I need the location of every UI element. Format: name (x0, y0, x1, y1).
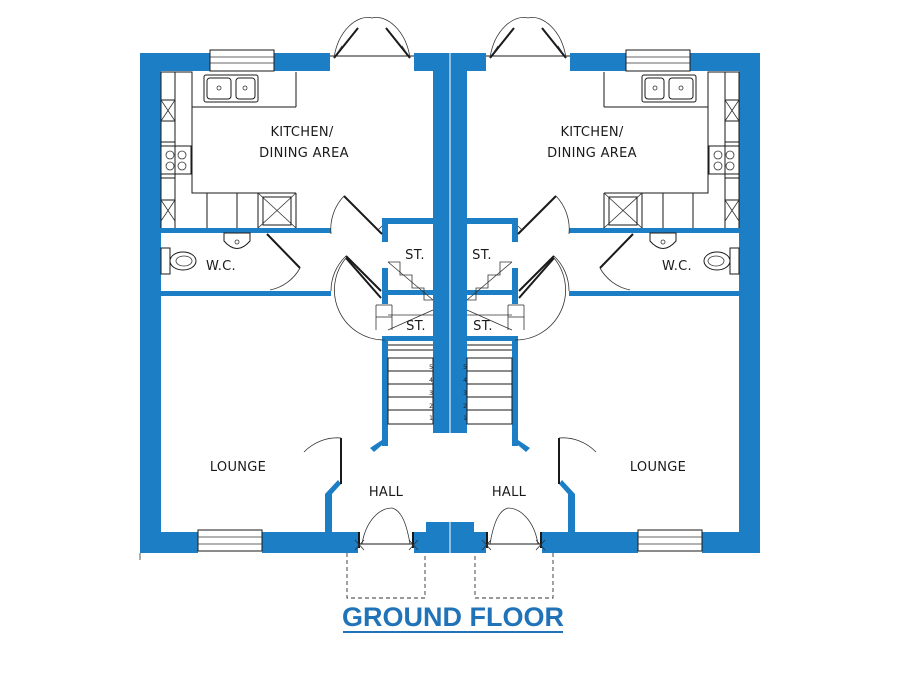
wall-segment (382, 218, 433, 224)
label-lounge: LOUNGE (210, 460, 266, 475)
front-door (354, 507, 419, 551)
wall-segment (161, 291, 331, 296)
wall-segment (140, 53, 161, 553)
door-kitchen (330, 195, 383, 235)
stair-step-number: 3 (463, 390, 467, 397)
stair-step-number: 4 (463, 377, 467, 384)
label-store-right: ST. (472, 248, 492, 263)
door-wc (266, 233, 301, 291)
stair-step-number: 4 (429, 377, 433, 384)
wall-segment (262, 532, 358, 553)
stair-step-number: 2 (429, 403, 433, 410)
stair-step-number: 1 (429, 415, 433, 422)
understair-lines (375, 261, 434, 331)
party-wall (433, 53, 450, 433)
window (197, 529, 263, 552)
house-unit-left (140, 16, 450, 599)
porch-outline (346, 553, 426, 599)
wall-segment (382, 218, 388, 242)
wall-segment (161, 228, 331, 233)
wall-segment (325, 494, 332, 534)
wall-segment (382, 336, 433, 341)
stair-step-number: 3 (429, 390, 433, 397)
door-store (330, 255, 382, 292)
kitchen-worktop (160, 71, 297, 229)
label-store-2-right: ST. (473, 319, 493, 334)
wall-segment (274, 53, 330, 71)
wall-segment (414, 532, 450, 553)
label-kitchen-line2: DINING AREA (259, 146, 349, 161)
stair-step-number: 5 (463, 364, 467, 371)
window (209, 49, 275, 72)
label-hall: HALL (369, 485, 404, 500)
label-kitchen-line1-right: KITCHEN/ (560, 125, 623, 140)
hob (160, 145, 192, 175)
label-kitchen-line2-right: DINING AREA (547, 146, 637, 161)
label-kitchen-line1: KITCHEN/ (270, 125, 333, 140)
wall-segment (382, 268, 388, 304)
wash-basin (223, 232, 251, 249)
door-store (334, 257, 386, 341)
staircase (387, 344, 434, 425)
stair-step-number: 2 (463, 403, 467, 410)
wall-segment (370, 440, 388, 452)
wall-segment (382, 290, 433, 295)
stair-step-number: 1 (463, 415, 467, 422)
stair-step-number: 5 (429, 364, 433, 371)
label-store: ST. (405, 248, 425, 263)
stair-step-numbers-left: 5 4 3 2 1 (429, 364, 433, 422)
label-store-2: ST. (406, 319, 426, 334)
wall-segment (140, 532, 198, 553)
stair-step-numbers-right: 5 4 3 2 1 (463, 364, 467, 422)
kitchen-sink (203, 74, 259, 103)
plan-title: GROUND FLOOR (342, 602, 564, 632)
wall-segment (426, 522, 450, 534)
french-doors (330, 16, 414, 59)
label-wc: W.C. (206, 259, 236, 274)
toilet (160, 247, 197, 275)
house-unit-right (449, 16, 761, 600)
door-lounge (303, 437, 342, 484)
label-hall-right: HALL (492, 485, 527, 500)
wall-segment (382, 336, 388, 446)
label-lounge-right: LOUNGE (630, 460, 686, 475)
label-wc-right: W.C. (662, 259, 692, 274)
wall-segment (325, 480, 341, 494)
